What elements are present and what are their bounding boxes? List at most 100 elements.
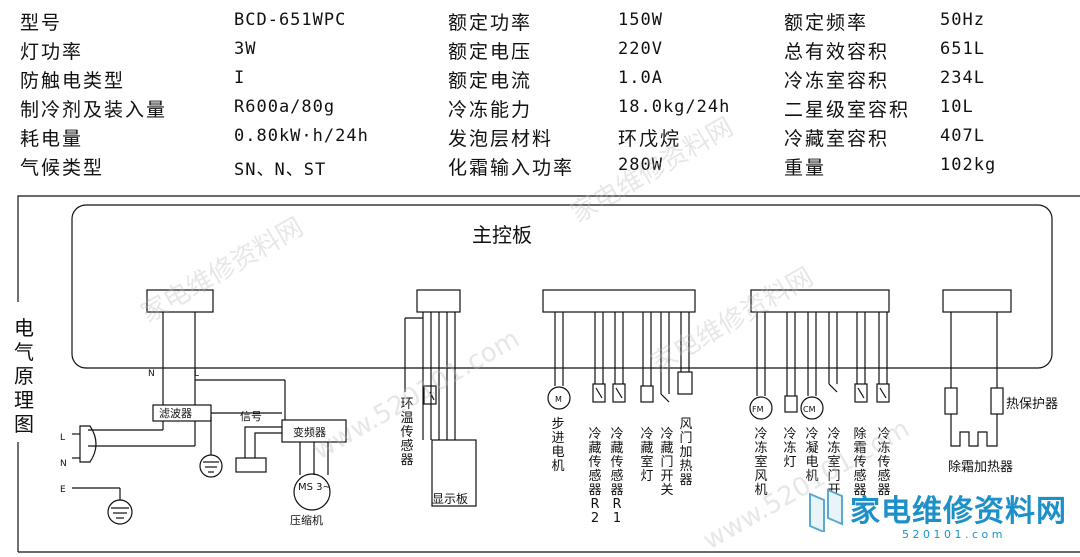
spec-key: 化霜输入功率 [448,157,575,179]
spec-value: 10L [940,97,974,117]
spec-value: I [234,68,246,88]
freezer-sensor-symbol [876,383,890,403]
fridge-sensor-r1-label: 冷藏传感器R1 [610,427,624,526]
connector-freezer [750,289,890,313]
thermal-protector-left [944,387,958,415]
spec-value: 220V [618,39,663,59]
spec-value: R600a/80g [234,97,336,117]
spec-key: 额定功率 [448,12,533,34]
damper-heater-symbol [677,371,693,395]
spec-key: 二星级室容积 [784,99,911,121]
spec-value: 50Hz [940,10,985,30]
connector-power [146,289,214,313]
fridge-sensor-r1-symbol [612,383,626,403]
stepper-motor-label: 步进电机 [551,417,565,474]
freezer-fan-symbol [749,396,773,420]
ground-symbol [107,499,133,525]
site-logo: 家电维修资料网 5 2 0 1 0 1 . c o m [806,484,1076,550]
display-board-box [431,439,477,507]
freezer-light-symbol [784,395,798,413]
inverter-label: 变频器 [293,425,326,439]
filter-label: 滤波器 [159,407,192,420]
defrost-sensor-label: 除霜传感器 [853,427,867,498]
diagram-side-title: 电气原理图 [14,316,34,436]
spec-value: 1.0A [618,68,663,88]
logo-mark-icon [809,488,843,532]
defrost-heater-label: 除霜加热器 [948,460,1014,475]
spec-value: BCD-651WPC [234,10,347,30]
frame-line [17,195,1080,302]
plug-n-label: N [60,459,67,469]
freezer-light-label: 冷冻灯 [783,427,797,470]
spec-key: 耗电量 [20,128,84,150]
stepper-m: M [555,395,562,404]
condenser-motor-symbol [800,396,824,420]
fridge-sensor-r2-symbol [592,383,606,403]
logo-site-text: 5 2 0 1 0 1 . c o m [902,528,1003,541]
display-board-label: 显示板 [432,492,469,506]
fridge-light-symbol [640,385,654,403]
freezer-fan-fm: FM [752,405,764,414]
spec-value: 环戊烷 [618,128,682,150]
spec-key: 额定电流 [448,70,533,92]
spec-key: 总有效容积 [784,41,890,63]
fridge-door-switch-label: 冷藏门开关 [660,427,674,498]
compressor-symbol-text: MS 3~ [298,482,331,493]
spec-key: 重量 [784,157,827,179]
fridge-sensor-r2-label: 冷藏传感器R2 [588,427,602,526]
damper-heater-label: 风门加热器 [679,417,693,488]
spec-key: 防触电类型 [20,70,126,92]
ambient-sensor-label: 环温传感器 [400,397,414,468]
stepper-motor-symbol [547,386,571,410]
defrost-heater-symbol [950,428,998,447]
spec-key: 冷冻能力 [448,99,533,121]
line-l-label: L [194,369,199,379]
spec-key: 发泡层材料 [448,128,554,150]
spec-value: 651L [940,39,985,59]
line-n-label: N [148,369,155,379]
spec-key: 冷冻室容积 [784,70,890,92]
plug-l-label: L [60,433,65,443]
condenser-motor-cm: CM [803,405,816,414]
spec-key: 灯功率 [20,41,84,63]
thermal-protector-label: 热保护器 [1006,397,1059,412]
spec-value: 0.80kW·h/24h [234,126,369,146]
defrost-sensor-symbol [854,383,868,403]
condenser-motor-label: 冷凝电机 [805,427,819,484]
main-board-box [71,204,1053,369]
spec-value: 280W [618,155,663,175]
freezer-fan-label: 冷冻室风机 [754,427,768,498]
spec-key: 额定频率 [784,12,869,34]
signal-connector [235,457,267,473]
spec-value: SN、N、ST [234,160,327,180]
freezer-door-switch-symbol [828,383,838,393]
spec-value: 102kg [940,155,997,175]
logo-brand-text: 家电维修资料网 [850,494,1067,529]
main-board-label: 主控板 [472,223,532,247]
spec-value: 3W [234,39,257,59]
spec-value: 407L [940,126,985,146]
connector-fridge [542,289,696,313]
thermal-protector-right [990,387,1004,415]
spec-key: 额定电压 [448,41,533,63]
spec-key: 制冷剂及装入量 [20,99,168,121]
spec-value: 18.0kg/24h [618,97,731,117]
plug-e-label: E [60,485,66,495]
compressor-label: 压缩机 [290,513,323,527]
spec-key: 气候类型 [20,157,105,179]
freezer-sensor-label: 冷冻传感器 [877,427,891,498]
ambient-sensor-symbol [423,385,437,405]
spec-key: 冷藏室容积 [784,128,890,150]
plug-symbol [79,425,97,463]
signal-label: 信号 [240,410,262,423]
fridge-light-label: 冷藏室灯 [640,427,654,484]
connector-display [416,289,461,313]
ground-symbol [199,454,223,478]
spec-value: 234L [940,68,985,88]
spec-value: 150W [618,10,663,30]
fridge-door-switch-symbol [660,393,670,403]
connector-defrost [942,289,1012,313]
spec-key: 型号 [20,12,63,34]
compressor-symbol [293,473,331,511]
